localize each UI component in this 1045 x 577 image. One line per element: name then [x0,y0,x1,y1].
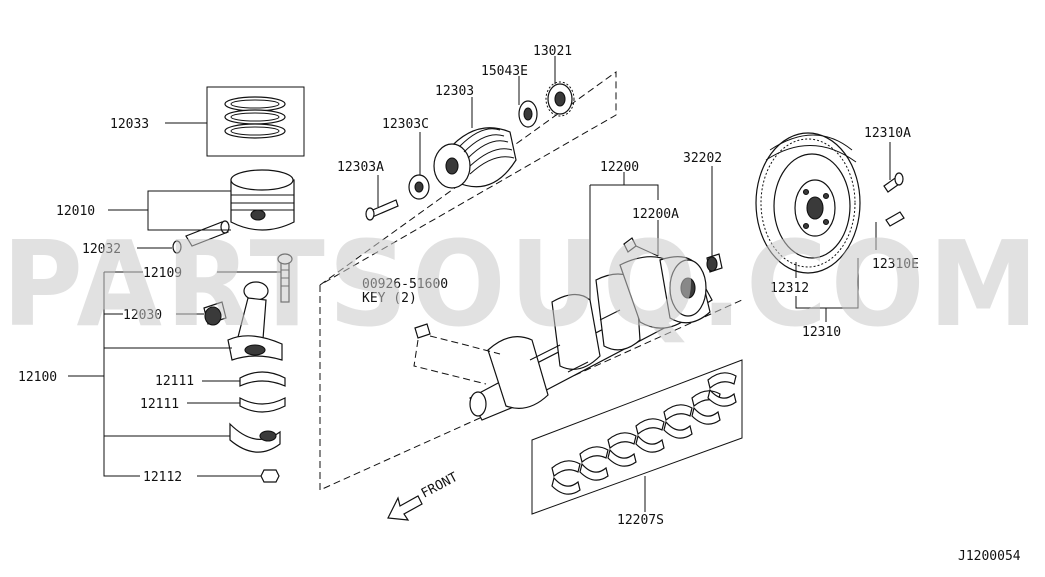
diagram-code: J1200054 [958,549,1021,564]
watermark-logo: PARTSOUQ.COM [2,215,1042,353]
label-12312[interactable]: 12312 [770,281,809,296]
rod-bearing-lower[interactable] [239,396,286,413]
label-12010[interactable]: 12010 [56,204,95,219]
label-12030[interactable]: 12030 [123,308,162,323]
label-12303[interactable]: 12303 [435,84,474,99]
piston-ring-box [206,86,305,157]
front-arrow-icon [387,495,423,521]
label-12200a[interactable]: 12200A [632,207,679,222]
label-12112[interactable]: 12112 [143,470,182,485]
label-32202[interactable]: 32202 [683,151,722,166]
label-12310e[interactable]: 12310E [872,257,919,272]
label-00926-51600[interactable]: 00926-51600 [362,277,448,292]
label-12303c[interactable]: 12303C [382,117,429,132]
pulley-washer[interactable] [408,174,430,200]
crank-pulley[interactable] [433,127,517,189]
flywheel-bolt[interactable] [883,172,904,193]
crankshaft[interactable] [469,256,713,421]
piston[interactable] [230,169,295,231]
label-12310[interactable]: 12310 [802,325,841,340]
flywheel-dowel[interactable] [885,211,905,227]
crank-pulley-bolt[interactable] [365,199,399,221]
label-12200[interactable]: 12200 [600,160,639,175]
label-12111-a[interactable]: 12111 [155,374,194,389]
oil-pump-spacer[interactable] [518,100,538,128]
rod-bolt[interactable] [277,253,293,303]
flywheel[interactable] [755,132,861,274]
label-12032[interactable]: 12032 [82,242,121,257]
label-12310a[interactable]: 12310A [864,126,911,141]
connecting-rod[interactable] [227,281,283,361]
pilot-bushing[interactable] [706,253,723,273]
label-12033[interactable]: 12033 [110,117,149,132]
label-12303a[interactable]: 12303A [337,160,384,175]
label-key-qty[interactable]: KEY (2) [362,291,417,306]
rod-cap[interactable] [229,422,281,453]
label-15043e[interactable]: 15043E [481,64,528,79]
snap-ring[interactable] [172,240,182,254]
piston-rings[interactable] [224,96,286,139]
label-13021[interactable]: 13021 [533,44,572,59]
label-12100[interactable]: 12100 [18,370,57,385]
rod-nut[interactable] [260,469,280,483]
main-bearing-box [531,359,743,515]
label-12111-b[interactable]: 12111 [140,397,179,412]
front-label: FRONT [419,470,461,502]
rod-bushing[interactable] [203,301,227,326]
crank-sprocket[interactable] [545,81,575,117]
rod-bearing-upper[interactable] [239,371,286,387]
label-12207s[interactable]: 12207S [617,513,664,528]
label-12109[interactable]: 12109 [143,266,182,281]
main-bearings[interactable] [551,372,737,495]
crank-key[interactable] [414,323,431,339]
